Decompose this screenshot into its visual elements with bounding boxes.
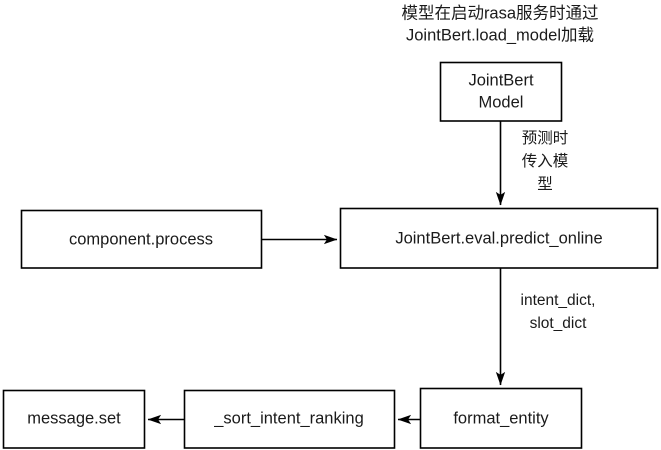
edge-label-dicts: intent_dict, slot_dict — [521, 292, 596, 332]
node-message-set-box[interactable] — [2, 389, 146, 449]
node-jointbert-model-box[interactable] — [439, 61, 563, 122]
node-jointbert-model-label-line-1: JointBert — [468, 71, 534, 89]
node-component-process-label: component.process — [69, 230, 213, 248]
node-jointbert-eval-predict-online[interactable]: JointBert.eval.predict_online — [339, 207, 659, 269]
edge-label-predict-line-2: 传入模 — [522, 152, 569, 170]
node-jointbert-eval-predict-online-label: JointBert.eval.predict_online — [395, 229, 602, 247]
node-jointbert-eval-predict-online-box[interactable] — [339, 207, 659, 269]
node-format-entity-label: format_entity — [453, 409, 549, 427]
edge-label-predict-line-3: 型 — [537, 175, 553, 193]
node-jointbert-model[interactable]: JointBert Model — [439, 61, 563, 122]
node-component-process[interactable]: component.process — [20, 209, 263, 269]
annotation-line-1: 模型在启动rasa服务时通过 — [401, 3, 598, 22]
node-component-process-box[interactable] — [20, 209, 263, 269]
node-sort-intent-ranking-box[interactable] — [183, 389, 396, 449]
node-format-entity-box[interactable] — [419, 387, 583, 449]
edge-label-predict-line-1: 预测时 — [522, 129, 569, 147]
node-message-set-label: message.set — [27, 409, 121, 427]
edge-label-predict-pass-model: 预测时 传入模 型 — [522, 129, 569, 193]
node-sort-intent-ranking[interactable]: _sort_intent_ranking — [183, 389, 396, 449]
annotation-load-model: 模型在启动rasa服务时通过 JointBert.load_model加载 — [401, 3, 598, 44]
node-format-entity[interactable]: format_entity — [419, 387, 583, 449]
node-jointbert-model-label-line-2: Model — [479, 93, 524, 111]
node-sort-intent-ranking-label: _sort_intent_ranking — [213, 409, 364, 427]
annotation-line-2: JointBert.load_model加载 — [406, 25, 594, 44]
node-message-set[interactable]: message.set — [2, 389, 146, 449]
edge-label-dicts-line-2: slot_dict — [530, 315, 588, 332]
edge-label-dicts-line-1: intent_dict, — [521, 292, 596, 309]
